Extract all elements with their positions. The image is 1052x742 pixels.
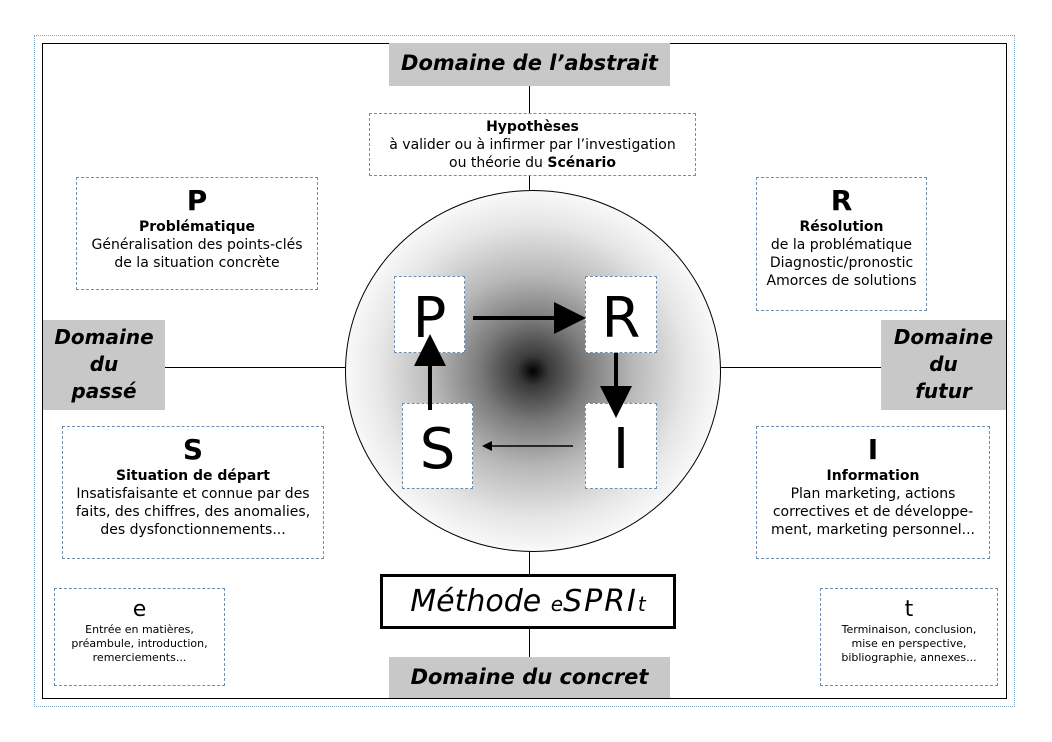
domain-concret-label: Domaine du concret — [410, 665, 649, 689]
axis-horizontal-left — [165, 367, 345, 368]
entree-box: e Entrée en matières, préambule, introdu… — [54, 588, 225, 686]
resolution-title: Résolution — [799, 219, 884, 235]
situation-line2: faits, des chiffres, des anomalies, — [75, 504, 311, 520]
hypotheses-line2-bold: Scénario — [547, 155, 616, 171]
situation-line3: des dysfonctionnements... — [100, 522, 286, 538]
situation-box: S Situation de départ Insatisfaisante et… — [62, 426, 324, 559]
domain-passe: Domaine du passé — [43, 320, 165, 410]
terminaison-box: t Terminaison, conclusion, mise en persp… — [820, 588, 998, 686]
information-line1: Plan marketing, actions — [790, 486, 956, 502]
methode-spri: SPRI — [563, 584, 638, 619]
problematique-box: P Problématique Généralisation des point… — [76, 177, 318, 290]
center-circle — [345, 190, 721, 552]
problematique-line2: de la situation concrète — [114, 255, 280, 271]
hypotheses-box: Hypothèses à valider ou à infirmer par l… — [369, 113, 696, 176]
domain-passe-line1: Domaine — [54, 325, 154, 349]
domain-futur: Domaine du futur — [881, 320, 1006, 410]
entree-line3: remerciements... — [92, 651, 187, 664]
domain-futur-line1: Domaine — [893, 325, 994, 349]
situation-title: Situation de départ — [116, 468, 270, 484]
domain-futur-line2: du — [929, 352, 958, 376]
situation-line1: Insatisfaisante et connue par des — [76, 486, 310, 502]
entree-letter: e — [132, 597, 147, 622]
terminaison-line1: Terminaison, conclusion, — [841, 623, 977, 636]
methode-espirit-title: Méthode eSPRIt — [380, 574, 676, 629]
center-letter-r: R — [585, 276, 657, 353]
hypotheses-line2: ou théorie du Scénario — [370, 154, 695, 172]
hypotheses-line1: à valider ou à infirmer par l’investigat… — [389, 137, 676, 153]
information-letter: I — [867, 433, 879, 466]
hypotheses-line2-prefix: ou théorie du — [449, 155, 548, 171]
resolution-box: R Résolution de la problématique Diagnos… — [756, 177, 927, 311]
domain-abstrait: Domaine de l’abstrait — [389, 43, 670, 86]
hypotheses-title: Hypothèses — [486, 119, 579, 135]
terminaison-letter: t — [904, 597, 914, 622]
information-title: Information — [826, 468, 920, 484]
resolution-line2: Diagnostic/pronostic — [769, 255, 914, 271]
center-letter-r-text: R — [601, 286, 641, 351]
problematique-line1: Généralisation des points-clés — [91, 237, 303, 253]
information-line2: correctives et de développe- — [772, 504, 974, 520]
methode-word: Méthode — [410, 584, 551, 619]
entree-line2: préambule, introduction, — [71, 637, 208, 650]
terminaison-line3: bibliographie, annexes... — [841, 651, 977, 664]
resolution-letter: R — [830, 184, 853, 217]
outer-dotted-border — [34, 35, 1015, 707]
center-letter-i-text: I — [612, 417, 630, 482]
center-letter-s-text: S — [419, 417, 456, 482]
information-line3: ment, marketing personnel... — [770, 522, 975, 538]
methode-t: t — [637, 592, 646, 616]
resolution-line3: Amorces de solutions — [766, 273, 917, 289]
domain-passe-line3: passé — [71, 379, 137, 403]
information-box: I Information Plan marketing, actions co… — [756, 426, 990, 559]
methode-e: e — [550, 592, 564, 616]
situation-letter: S — [182, 433, 204, 466]
center-letter-s: S — [402, 403, 473, 489]
axis-horizontal-right — [721, 367, 881, 368]
domain-passe-line2: du — [89, 352, 119, 376]
problematique-title: Problématique — [138, 219, 256, 235]
domain-futur-line3: futur — [915, 379, 972, 403]
terminaison-line2: mise en perspective, — [851, 637, 967, 650]
domain-abstrait-label: Domaine de l’abstrait — [401, 51, 658, 75]
domain-concret: Domaine du concret — [389, 657, 670, 698]
problematique-letter: P — [186, 184, 208, 217]
resolution-line1: de la problématique — [770, 237, 913, 253]
entree-line1: Entrée en matières, — [85, 623, 194, 636]
